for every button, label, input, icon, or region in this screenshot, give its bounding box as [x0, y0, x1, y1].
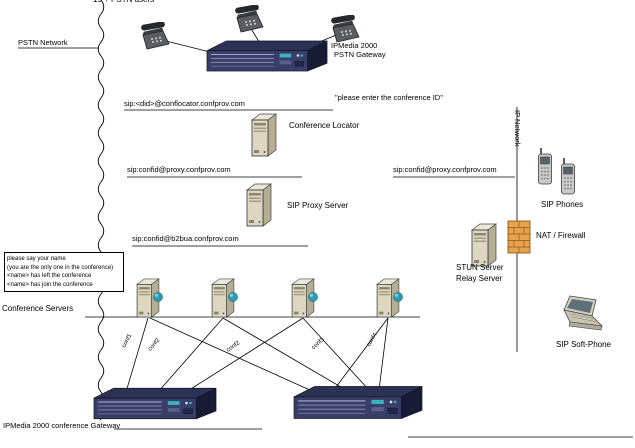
sip-address-b2bua: sip:confid@b2bua.confprov.com [132, 234, 239, 243]
conference-locator-icon [251, 113, 277, 157]
conference-voice-prompts: please say your name (you are the only o… [4, 252, 124, 292]
speech-line-1: please say your name [7, 256, 66, 262]
globe-icon-4 [393, 292, 403, 302]
sip-address-conference-locator: sip:<did>@conflocator.confprov.com [124, 99, 245, 108]
conference-gateway-icon-2 [293, 385, 423, 420]
stun-server-label-line2: Relay Server [456, 274, 503, 283]
sip-address-proxy: sip:confid@proxy.confprov.com [127, 165, 231, 174]
nat-firewall-icon [507, 220, 531, 254]
sip-softphone-label: SIP Soft-Phone [556, 340, 611, 349]
speech-line-4: <name> has join the conference [7, 281, 93, 288]
pstn-network-cloud-squiggle [97, 0, 105, 421]
pstn-gateway-label-line2: PSTN Gateway [334, 50, 386, 59]
conference-locator-label: Conference Locator [289, 121, 360, 130]
enter-conference-id-prompt: "please enter the conference ID" [335, 93, 443, 102]
sip-phone-icon-2 [560, 157, 576, 195]
stun-server-icon [471, 223, 497, 267]
speech-line-2: (you are the only one in the conference) [7, 264, 114, 271]
nat-firewall-label: NAT / Firewall [536, 231, 586, 240]
pstn-gateway-label-line1: IPMedia 2000 [331, 41, 378, 50]
pstn-gateway-icon [206, 40, 328, 72]
pstn-users-label: 19 + PSTN users [93, 0, 154, 4]
sip-phone-icon-1 [537, 147, 553, 185]
sip-address-proxy-right: sip:confid@proxy.confprov.com [393, 165, 497, 174]
globe-icon-1 [153, 292, 163, 302]
sip-softphone-icon [563, 295, 603, 331]
stun-server-label-line1: STUN Server [456, 263, 504, 272]
sip-proxy-server-label: SIP Proxy Server [287, 201, 349, 210]
sip-phones-label: SIP Phones [541, 200, 584, 209]
connector-lines [18, 0, 633, 438]
globe-icon-2 [228, 292, 238, 302]
conference-gateway-label: IPMedia 2000 conference Gateway [3, 421, 121, 430]
pstn-network-label: PSTN Network [18, 38, 68, 47]
pstn-phone-icon-1 [140, 22, 170, 50]
pstn-phone-icon-3 [330, 15, 360, 43]
speech-line-3: <name> has left the conference [7, 273, 92, 279]
conference-servers-label: Conference Servers [2, 304, 74, 313]
ip-network-label: IP Network [513, 110, 522, 147]
conference-gateway-icon-1 [93, 387, 217, 420]
pstn-phone-icon-2 [234, 5, 264, 33]
sip-proxy-server-icon [246, 183, 272, 227]
globe-icon-3 [308, 292, 318, 302]
